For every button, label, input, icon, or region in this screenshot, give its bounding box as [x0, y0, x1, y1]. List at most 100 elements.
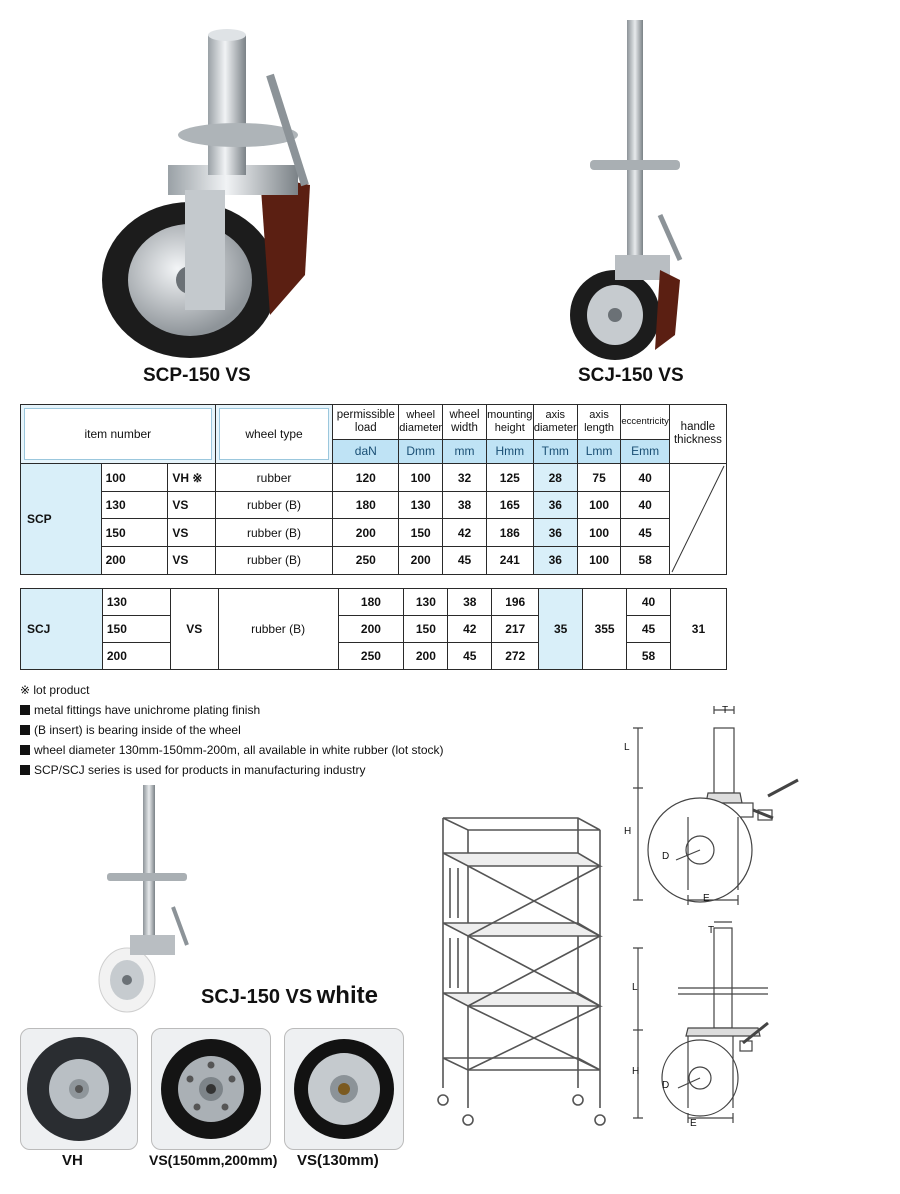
table-cell: 150 — [101, 615, 171, 643]
table-cell: 40 — [626, 588, 671, 616]
scj-caster-photo — [570, 20, 683, 360]
table-cell: rubber (B) — [214, 518, 334, 547]
scj-dim-e: E — [690, 1118, 697, 1129]
table-cell: 200 — [100, 545, 169, 576]
table-cell: 45 — [442, 545, 487, 576]
note-lot-product: ※ lot product — [20, 683, 90, 697]
unit-height: Hmm — [485, 438, 534, 465]
table-cell: 42 — [447, 615, 493, 643]
unit-width: mm — [442, 438, 487, 465]
scp-caption: SCP-150 VS — [143, 365, 251, 386]
scp-series-label: SCP — [20, 463, 102, 575]
table-cell: 217 — [491, 615, 540, 643]
scp-dimension-diagram — [633, 706, 799, 905]
table-cell: rubber (B) — [217, 588, 339, 670]
table-cell: 45 — [620, 518, 670, 547]
scj-dim-d: D — [662, 1080, 670, 1091]
scj-dimension-diagram — [633, 921, 769, 1123]
table-cell: 36 — [532, 518, 578, 547]
wheel-vs-130-image — [294, 1039, 394, 1139]
table-cell: 130 — [100, 491, 169, 520]
table-cell: rubber — [214, 462, 334, 493]
mounting-height-header: mounting height — [485, 404, 534, 440]
scp-dim-d: D — [662, 851, 670, 862]
table-cell: 180 — [332, 491, 400, 520]
permissible-load-header: permissible load — [332, 404, 400, 440]
scj-dim-l: L — [632, 982, 638, 993]
spec-table-scp: item number wheel type permissible load … — [20, 404, 728, 576]
scj-series-label: SCJ — [20, 588, 103, 670]
table-cell: 75 — [576, 462, 622, 493]
table-cell: 250 — [332, 545, 400, 576]
table-cell: 28 — [532, 462, 578, 493]
table-cell: 200 — [398, 545, 444, 576]
table-cell: 120 — [332, 462, 400, 493]
table-cell: 100 — [398, 462, 444, 493]
table-cell: 130 — [398, 491, 444, 520]
table-cell: 125 — [485, 462, 534, 493]
table-cell: 100 — [576, 518, 622, 547]
wheel-vs-150-200-image — [161, 1039, 261, 1139]
table-cell: VS — [169, 588, 219, 670]
table-cell: 130 — [403, 588, 449, 616]
scp-dim-h: H — [624, 826, 632, 837]
table-cell: 38 — [447, 588, 493, 616]
wheel-type-header: wheel type — [214, 404, 334, 464]
scaffold-illustration — [437, 817, 606, 1126]
wheel-sample-vs-150-200 — [151, 1028, 271, 1150]
note-item: SCP/SCJ series is used for products in m… — [20, 763, 365, 777]
table-cell: 186 — [485, 518, 534, 547]
table-cell: 58 — [620, 545, 670, 576]
table-cell: VS — [167, 545, 216, 576]
scj-white-caption: SCJ-150 VS white — [201, 982, 378, 1009]
scp-caster-photo — [102, 29, 310, 358]
wheel-diameter-header: wheel diameter — [398, 404, 444, 440]
table-cell: 31 — [669, 588, 728, 670]
table-cell: 272 — [491, 642, 540, 670]
wheel-width-header: wheel width — [442, 404, 487, 440]
table-cell: 42 — [442, 518, 487, 547]
table-cell: 200 — [101, 642, 171, 670]
table-cell: 35 — [538, 588, 584, 670]
unit-eccentricity: Emm — [620, 438, 670, 465]
table-cell: VH ※ — [167, 462, 216, 493]
table-cell: 32 — [442, 462, 487, 493]
scj-white-caster-photo — [98, 785, 189, 1013]
table-cell: 180 — [337, 588, 405, 616]
unit-load: daN — [332, 438, 400, 465]
wheel-label-vs-150-200: VS(150mm,200mm) — [149, 1152, 278, 1168]
axis-diameter-header: axis diameter — [532, 404, 578, 440]
table-cell: 200 — [337, 615, 405, 643]
unit-diameter: Dmm — [398, 438, 444, 465]
table-cell: 45 — [626, 615, 671, 643]
table-cell: VS — [167, 518, 216, 547]
axis-length-header: axis length — [576, 404, 622, 440]
table-cell: 196 — [491, 588, 540, 616]
note-item: wheel diameter 130mm-150mm-200m, all ava… — [20, 743, 444, 757]
table-cell: 36 — [532, 545, 578, 576]
handle-thickness-na — [668, 463, 728, 575]
table-cell: 200 — [332, 518, 400, 547]
scj-dim-t: T — [708, 925, 715, 936]
unit-axis-diameter: Tmm — [532, 438, 578, 465]
table-cell: 130 — [101, 588, 171, 616]
table-cell: 150 — [100, 518, 169, 547]
table-cell: VS — [167, 491, 216, 520]
wheel-label-vh: VH — [62, 1152, 83, 1169]
scp-dim-e: E — [703, 893, 710, 904]
table-cell: 58 — [626, 642, 671, 670]
wheel-vh-image — [27, 1037, 131, 1141]
table-cell: 38 — [442, 491, 487, 520]
table-cell: 40 — [620, 491, 670, 520]
table-cell: 40 — [620, 462, 670, 493]
table-cell: 45 — [447, 642, 493, 670]
table-cell: 100 — [576, 491, 622, 520]
unit-axis-length: Lmm — [576, 438, 622, 465]
table-cell: 355 — [582, 588, 628, 670]
scj-caption: SCJ-150 VS — [578, 365, 684, 386]
table-cell: 241 — [485, 545, 534, 576]
scj-dim-h: H — [632, 1066, 640, 1077]
wheel-sample-vs-130 — [284, 1028, 404, 1150]
note-item: (B insert) is bearing inside of the whee… — [20, 723, 241, 737]
table-cell: rubber (B) — [214, 545, 334, 576]
